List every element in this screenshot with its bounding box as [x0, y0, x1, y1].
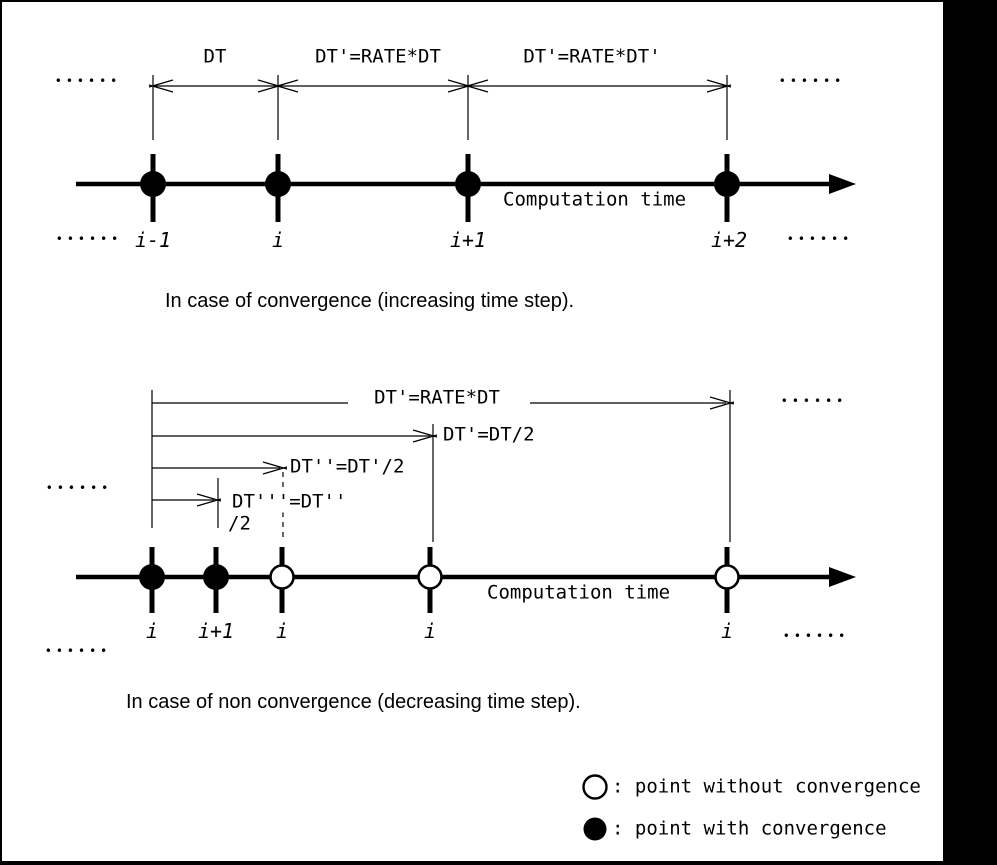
legend-open-circle-icon	[582, 774, 608, 800]
bottom-caption: In case of non convergence (decreasing t…	[126, 691, 581, 713]
timeline-point-open	[714, 564, 740, 590]
legend-item-without-convergence: : point without convergence	[612, 775, 921, 798]
top-point-label: i-1	[134, 228, 172, 252]
legend-filled-circle-icon	[583, 817, 607, 841]
ellipsis-dots: ••••••	[45, 481, 113, 495]
ellipsis-dots: ••••••	[778, 74, 846, 88]
bottom-step-arrows	[151, 390, 735, 542]
top-point-label: i	[271, 228, 285, 252]
arrowhead-icon	[463, 79, 489, 93]
bottom-point-label: i	[423, 619, 437, 643]
arrowhead-icon	[706, 79, 732, 93]
ellipsis-dots: ••••••	[786, 232, 854, 246]
bottom-point-label: i	[145, 619, 159, 643]
axis-arrowhead-icon	[829, 174, 856, 194]
bottom-point-label: i	[720, 619, 734, 643]
timeline-point-filled	[203, 564, 229, 590]
page-background	[2, 2, 943, 861]
step-label-eighth: DT'''=DT''	[228, 491, 351, 513]
top-point-label: i+1	[449, 228, 487, 252]
timeline-point-filled	[714, 171, 740, 197]
timeline-point-open	[269, 564, 295, 590]
interval-label-dt2: DT'=RATE*DT'	[523, 45, 661, 68]
step-label-half: DT'=DT/2	[443, 423, 535, 446]
legend-item-with-convergence: : point with convergence	[612, 817, 887, 840]
step-label-eighth-2: /2	[228, 512, 251, 535]
interval-label-dt1: DT'=RATE*DT	[315, 45, 441, 68]
ellipsis-dots: ••••••	[782, 629, 850, 643]
ellipsis-dots: ••••••	[780, 394, 848, 408]
axis-arrowhead-icon	[829, 567, 856, 587]
top-dimension-lines	[148, 75, 732, 140]
top-timeline	[76, 154, 856, 222]
bottom-point-label: i+1	[197, 619, 235, 643]
timeline-point-open	[417, 564, 443, 590]
arrowhead-icon	[262, 461, 288, 475]
ellipsis-dots: ••••••	[55, 232, 123, 246]
timeline-point-filled	[265, 171, 291, 197]
step-label-rate: DT'=RATE*DT	[370, 387, 504, 409]
arrowhead-icon	[273, 79, 299, 93]
arrowhead-icon	[196, 493, 222, 507]
step-label-quarter: DT''=DT'/2	[290, 455, 405, 478]
ellipsis-dots: ••••••	[54, 74, 122, 88]
bottom-axis-label: Computation time	[487, 581, 671, 604]
top-axis-label: Computation time	[503, 188, 687, 211]
top-point-label: i+2	[710, 228, 748, 252]
interval-label-dt: DT	[203, 45, 227, 68]
arrowhead-icon	[148, 79, 174, 93]
timeline-point-filled	[140, 171, 166, 197]
timeline-point-filled	[455, 171, 481, 197]
bottom-point-label: i	[275, 619, 289, 643]
timeline-point-filled	[139, 564, 165, 590]
top-caption: In case of convergence (increasing time …	[165, 290, 575, 312]
ellipsis-dots: ••••••	[44, 644, 112, 658]
bottom-timeline	[76, 547, 856, 613]
